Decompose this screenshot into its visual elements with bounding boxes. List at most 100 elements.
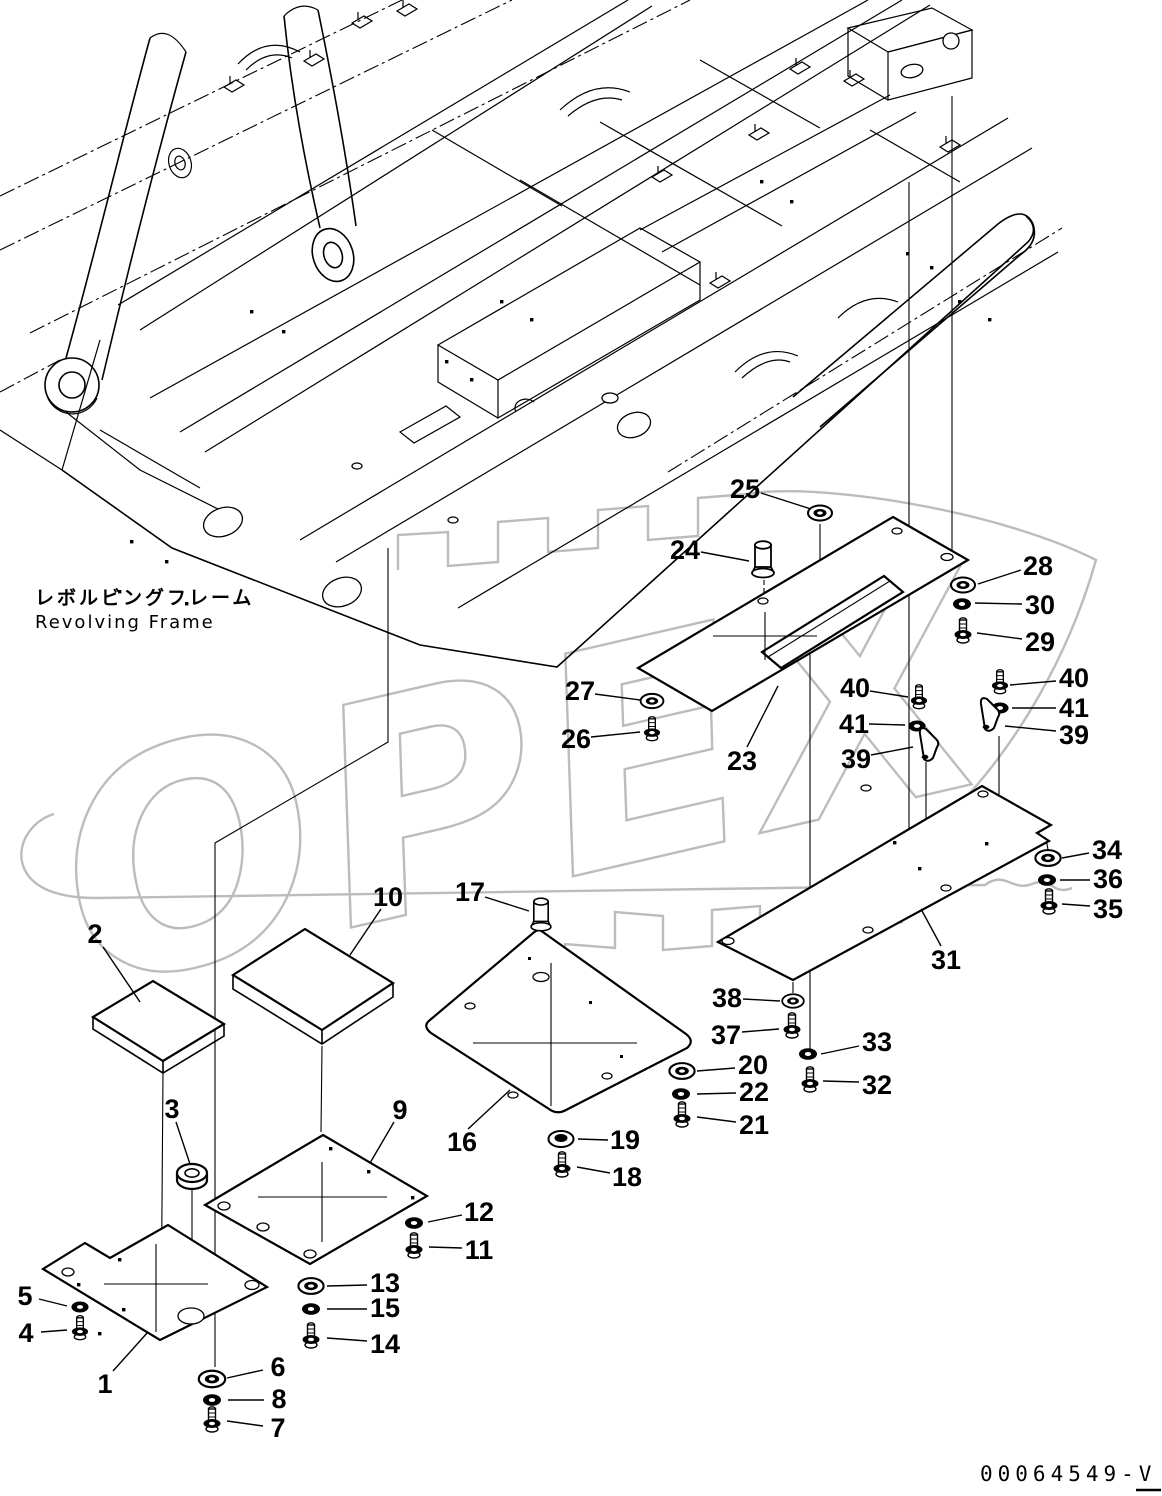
- callout-39: 39: [1059, 720, 1089, 750]
- callout-12: 12: [464, 1197, 494, 1227]
- callout-40: 40: [1059, 663, 1089, 693]
- cover-panels: [40, 515, 1054, 1342]
- callout-20: 20: [738, 1050, 768, 1080]
- leader-line-32: [822, 1080, 860, 1083]
- part-6-washer: [197, 1369, 227, 1389]
- leader-line-28: [977, 569, 1022, 585]
- part-39R-bracket: [979, 697, 1001, 732]
- frame-label-en: Revolving Frame: [35, 612, 215, 633]
- callouts-layer: 1234567891011121314151617181920212223242…: [17, 474, 1123, 1443]
- callout-4: 4: [18, 1318, 33, 1348]
- leader-line-11: [428, 1246, 463, 1249]
- pad-10: [230, 927, 396, 1045]
- callout-38: 38: [712, 983, 742, 1013]
- leader-line-24: [700, 551, 750, 562]
- part-14-bolt: [302, 1322, 320, 1349]
- leader-line-37: [741, 1028, 780, 1033]
- part-40R-bolt: [991, 669, 1009, 695]
- callout-21: 21: [739, 1110, 769, 1140]
- leader-line-41: [868, 723, 906, 726]
- callout-8: 8: [271, 1384, 286, 1414]
- leader-line-23: [746, 685, 779, 748]
- part-5-nut: [71, 1301, 89, 1313]
- leader-line-22: [696, 1092, 737, 1095]
- leader-line-17: [484, 896, 530, 912]
- leader-line-20: [696, 1067, 736, 1072]
- callout-11: 11: [465, 1235, 494, 1265]
- callout-27: 27: [565, 676, 595, 706]
- callout-5: 5: [17, 1281, 32, 1311]
- leader-line-40: [1009, 680, 1057, 686]
- callout-36: 36: [1093, 864, 1123, 894]
- plate-16: [425, 928, 692, 1114]
- leader-line-33: [820, 1045, 860, 1055]
- leader-line-5: [38, 1298, 68, 1307]
- part-11-bolt: [405, 1232, 423, 1259]
- callout-41: 41: [1059, 693, 1089, 723]
- callout-22: 22: [739, 1077, 769, 1107]
- plate-1: [40, 1223, 270, 1342]
- leader-line-13: [326, 1284, 368, 1287]
- part-12-nut: [405, 1217, 423, 1229]
- part-35-bolt: [1040, 888, 1058, 915]
- leader-line-4: [40, 1329, 68, 1333]
- rivet-dots: [118, 180, 992, 606]
- callout-30: 30: [1025, 590, 1055, 620]
- callout-13: 13: [370, 1268, 400, 1298]
- callout-17: 17: [455, 877, 485, 907]
- leader-line-18: [576, 1166, 611, 1174]
- leader-line-35: [1061, 903, 1091, 907]
- part-15-nut: [302, 1303, 320, 1315]
- part-13-washer: [297, 1277, 325, 1295]
- callout-39: 39: [841, 744, 871, 774]
- leader-line-1: [112, 1331, 149, 1372]
- leader-line-21: [696, 1116, 737, 1123]
- part-29-bolt: [954, 617, 972, 644]
- leader-line-34: [1061, 852, 1090, 859]
- leader-line-29: [976, 632, 1023, 640]
- leader-line-6: [226, 1369, 264, 1379]
- leader-line-16: [467, 1089, 511, 1130]
- mounting-blocks: [222, 0, 962, 289]
- callout-14: 14: [370, 1329, 400, 1359]
- panel-31: [715, 784, 1054, 982]
- callout-6: 6: [270, 1352, 285, 1382]
- part-3-ring: [175, 1162, 209, 1191]
- leader-line-7: [226, 1420, 264, 1427]
- part-18-bolt: [553, 1151, 571, 1178]
- callout-29: 29: [1025, 627, 1055, 657]
- part-8-nut: [203, 1394, 221, 1406]
- part-7-bolt: [203, 1406, 221, 1433]
- part-22-nut: [672, 1088, 690, 1100]
- watermark-gear-top: [396, 490, 763, 570]
- pad-2: [90, 979, 227, 1074]
- part-25-washer: [807, 504, 833, 522]
- leader-line-25: [760, 492, 812, 510]
- part-17-pin: [530, 897, 552, 932]
- part-37-bolt: [783, 1012, 801, 1039]
- part-34-washer: [1034, 849, 1062, 867]
- leader-line-38: [742, 998, 781, 1002]
- part-36-nut: [1038, 874, 1056, 886]
- part-28-washer: [950, 576, 976, 594]
- leader-line-40: [869, 690, 909, 698]
- leader-line-10: [349, 908, 382, 956]
- callout-28: 28: [1023, 551, 1053, 581]
- part-27-washer: [639, 692, 665, 710]
- part-30-nut: [953, 598, 971, 610]
- part-40L-bolt: [910, 684, 928, 710]
- part-39L-bracket: [918, 727, 940, 762]
- leader-line-3: [175, 1121, 191, 1165]
- drawing-number: 00064549-V: [980, 1462, 1156, 1486]
- callout-1: 1: [97, 1369, 112, 1399]
- panel-23: [635, 515, 971, 713]
- part-21-bolt: [673, 1101, 691, 1128]
- callout-26: 26: [561, 724, 591, 754]
- callout-9: 9: [392, 1095, 407, 1125]
- callout-37: 37: [711, 1020, 741, 1050]
- callout-10: 10: [373, 882, 403, 912]
- leader-line-19: [577, 1138, 609, 1141]
- part-32-bolt: [801, 1066, 819, 1093]
